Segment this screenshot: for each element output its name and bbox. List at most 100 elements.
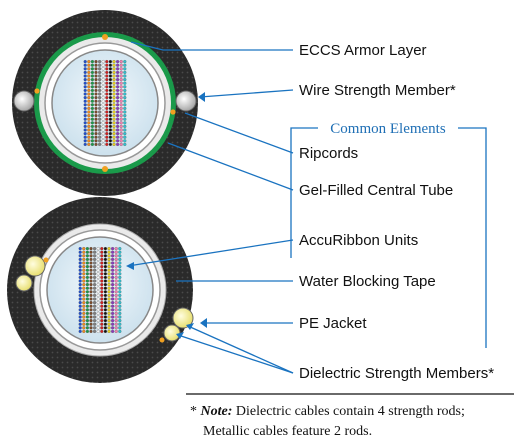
optical-fiber: [119, 81, 123, 85]
optical-fiber: [114, 247, 118, 251]
optical-fiber: [107, 272, 111, 276]
optical-fiber: [118, 300, 122, 305]
optical-fiber: [85, 308, 90, 312]
optical-fiber: [87, 67, 91, 71]
optical-fiber: [83, 124, 87, 129]
optical-fiber: [123, 128, 127, 132]
optical-fiber: [123, 59, 127, 64]
optical-fiber: [96, 326, 100, 330]
optical-fiber: [90, 103, 95, 107]
optical-fiber: [103, 275, 108, 279]
optical-fiber: [119, 92, 123, 96]
optical-fiber: [123, 85, 127, 89]
optical-fiber: [90, 96, 95, 100]
optical-fiber: [89, 318, 93, 323]
optical-fiber: [93, 286, 97, 290]
label-wire-strength-member: Wire Strength Member*: [299, 82, 456, 99]
optical-fiber: [119, 124, 123, 129]
optical-fiber: [101, 117, 105, 121]
optical-fiber: [93, 247, 97, 251]
optical-fiber: [112, 142, 116, 146]
optical-fiber: [82, 308, 86, 312]
optical-fiber: [119, 121, 123, 125]
optical-fiber: [118, 282, 122, 287]
optical-fiber: [123, 139, 127, 143]
label-ripcords: Ripcords: [299, 145, 358, 162]
optical-fiber: [83, 142, 87, 146]
optical-fiber: [90, 121, 95, 125]
optical-fiber: [87, 106, 91, 111]
optical-fiber: [85, 268, 90, 272]
optical-fiber: [87, 135, 91, 139]
optical-fiber: [116, 99, 120, 103]
optical-fiber: [87, 124, 91, 129]
optical-fiber: [78, 308, 82, 312]
optical-fiber: [107, 268, 111, 272]
optical-fiber: [96, 268, 100, 272]
optical-fiber: [96, 290, 100, 294]
dielectric-rod-1: [24, 255, 46, 277]
optical-fiber: [83, 88, 87, 93]
optical-fiber: [82, 254, 86, 258]
optical-fiber: [82, 286, 86, 290]
optical-fiber: [85, 322, 90, 326]
optical-fiber: [93, 297, 97, 301]
optical-fiber: [90, 139, 95, 143]
optical-fiber: [78, 272, 82, 276]
optical-fiber: [78, 286, 82, 290]
optical-fiber: [94, 124, 98, 129]
optical-fiber: [90, 74, 95, 78]
ripcord-bottom-2: [159, 337, 165, 343]
optical-fiber: [105, 110, 109, 114]
optical-fiber: [123, 88, 127, 93]
optical-fiber: [103, 304, 108, 308]
optical-fiber: [85, 254, 90, 258]
optical-fiber: [96, 318, 100, 323]
optical-fiber: [105, 92, 109, 96]
optical-fiber: [78, 300, 82, 305]
optical-fiber: [101, 92, 105, 96]
optical-fiber: [108, 132, 113, 136]
optical-fiber: [89, 264, 93, 269]
optical-fiber: [123, 78, 127, 82]
optical-fiber: [98, 59, 102, 64]
optical-fiber: [78, 279, 82, 283]
optical-fiber: [96, 315, 100, 319]
optical-fiber: [98, 78, 102, 82]
optical-fiber: [108, 114, 113, 118]
optical-fiber: [78, 329, 82, 333]
optical-fiber: [78, 315, 82, 319]
optical-fiber: [107, 279, 111, 283]
optical-fiber: [83, 139, 87, 143]
optical-fiber: [98, 117, 102, 121]
optical-fiber: [89, 261, 93, 265]
optical-fiber: [100, 322, 104, 326]
optical-fiber: [105, 135, 109, 139]
optical-fiber: [123, 135, 127, 139]
optical-fiber: [87, 99, 91, 103]
optical-fiber: [105, 132, 109, 136]
optical-fiber: [85, 304, 90, 308]
optical-fiber: [90, 59, 95, 64]
optical-fiber: [116, 132, 120, 136]
optical-fiber: [123, 63, 127, 67]
optical-fiber: [116, 135, 120, 139]
optical-fiber: [82, 268, 86, 272]
ribbon-stack-top: [83, 59, 127, 146]
optical-fiber: [123, 74, 127, 78]
optical-fiber: [89, 282, 93, 287]
optical-fiber: [107, 254, 111, 258]
optical-fiber: [85, 293, 90, 297]
optical-fiber: [85, 290, 90, 294]
optical-fiber: [111, 282, 115, 287]
optical-fiber: [112, 121, 116, 125]
optical-fiber: [114, 300, 118, 305]
optical-fiber: [90, 132, 95, 136]
optical-fiber: [108, 88, 113, 93]
optical-fiber: [87, 114, 91, 118]
optical-fiber: [108, 117, 113, 121]
optical-fiber: [119, 142, 123, 146]
optical-fiber: [78, 264, 82, 269]
optical-fiber: [85, 315, 90, 319]
optical-fiber: [112, 139, 116, 143]
